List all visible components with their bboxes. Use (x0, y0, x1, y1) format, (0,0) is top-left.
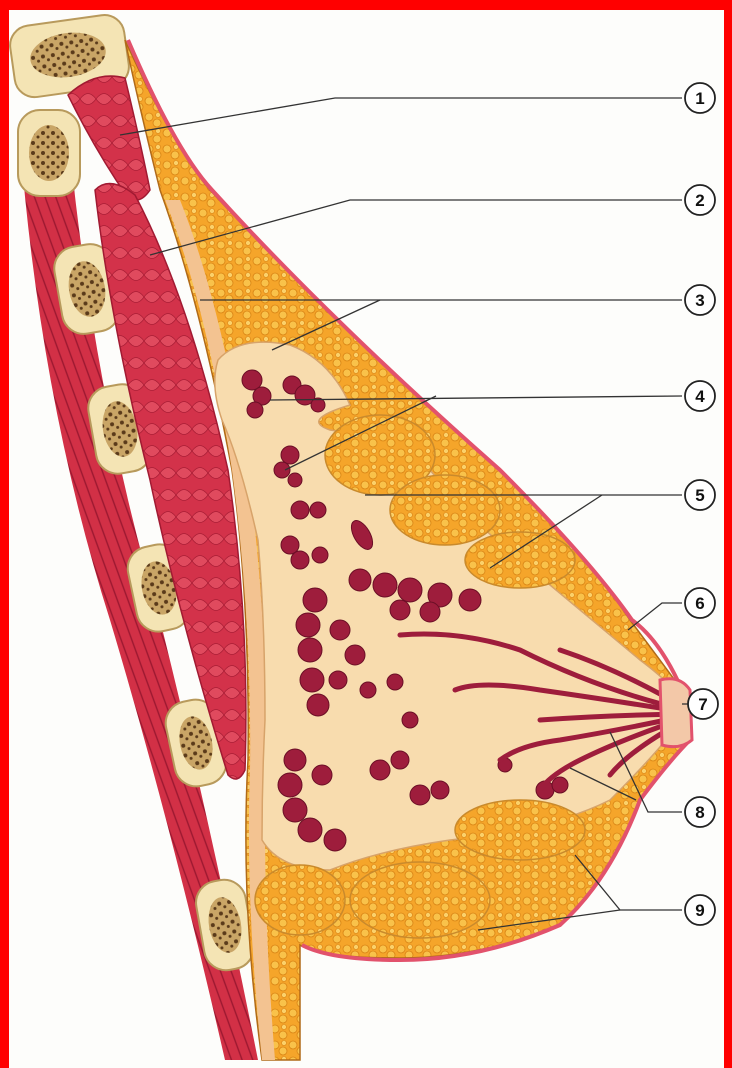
label-4: 4 (685, 381, 715, 411)
label-1: 1 (685, 83, 715, 113)
label-6: 6 (685, 588, 715, 618)
svg-text:6: 6 (695, 594, 704, 613)
svg-text:8: 8 (695, 803, 704, 822)
label-8: 8 (685, 797, 715, 827)
svg-text:4: 4 (695, 387, 705, 406)
label-7: 7 (688, 689, 718, 719)
label-3: 3 (685, 285, 715, 315)
label-9: 9 (685, 895, 715, 925)
svg-text:5: 5 (695, 486, 704, 505)
nipple (660, 679, 692, 747)
svg-text:7: 7 (698, 695, 707, 714)
number-labels: 1 2 3 4 5 6 7 8 9 (685, 83, 718, 925)
svg-text:9: 9 (695, 901, 704, 920)
svg-text:2: 2 (695, 191, 704, 210)
svg-text:3: 3 (695, 291, 704, 310)
svg-text:1: 1 (695, 89, 704, 108)
label-5: 5 (685, 480, 715, 510)
label-2: 2 (685, 185, 715, 215)
